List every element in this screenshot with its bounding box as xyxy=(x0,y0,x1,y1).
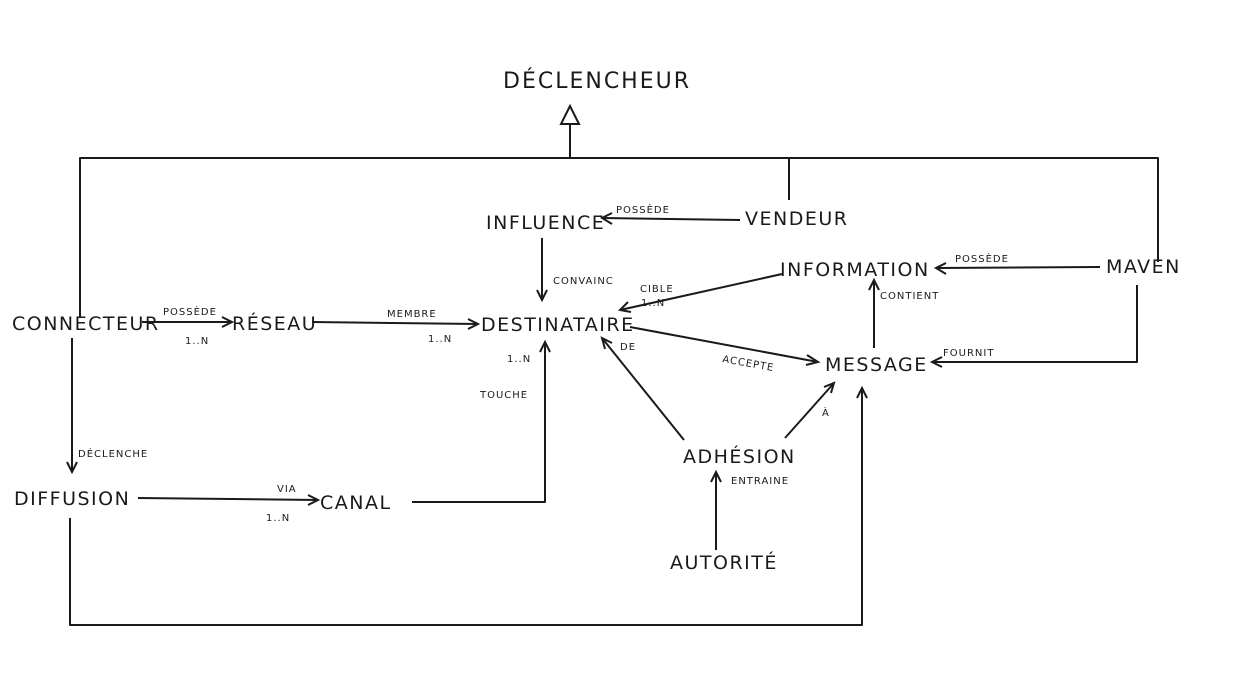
label-diffusion-canal: VIA xyxy=(277,484,297,495)
edge-adhesion-message xyxy=(784,381,836,439)
label-canal-destinataire: TOUCHE xyxy=(479,390,528,401)
label-connecteur-diffusion: DÉCLENCHE xyxy=(78,447,148,460)
edge-canal-destinataire xyxy=(412,339,551,503)
label-reseau-destinataire: MEMBRE xyxy=(387,309,437,320)
node-vendeur: VENDEUR xyxy=(745,208,848,230)
label-autorite-adhesion: ENTRAINE xyxy=(731,476,789,487)
label-maven-message: FOURNIT xyxy=(943,348,994,359)
node-influence: INFLUENCE xyxy=(486,212,605,234)
label-connecteur-reseau: POSSÈDE xyxy=(163,305,217,318)
mult-information-destinataire: 1..N xyxy=(641,298,665,309)
nodes: DÉCLENCHEUR INFLUENCE VENDEUR INFORMATIO… xyxy=(12,68,1181,574)
label-information-destinataire: CIBLE xyxy=(640,284,674,295)
edge-maven-information xyxy=(933,262,1101,275)
node-reseau: RÉSEAU xyxy=(232,312,317,335)
mult-connecteur-reseau: 1..N xyxy=(185,336,209,347)
node-declencheur: DÉCLENCHEUR xyxy=(503,68,691,94)
label-maven-information: POSSÈDE xyxy=(955,252,1009,265)
edge-diffusion-message xyxy=(69,385,868,626)
edge-influence-destinataire xyxy=(536,238,548,303)
edge-adhesion-destinataire xyxy=(600,336,685,441)
label-vendeur-influence: POSSÈDE xyxy=(616,203,670,216)
node-connecteur: CONNECTEUR xyxy=(12,313,160,335)
mult-canal-destinataire: 1..N xyxy=(507,354,531,365)
inheritance-line-connecteur xyxy=(79,157,1159,318)
node-adhesion: ADHÉSION xyxy=(683,445,796,468)
edge-message-information xyxy=(868,277,880,348)
node-information: INFORMATION xyxy=(780,259,930,281)
edge-connecteur-diffusion xyxy=(66,338,78,475)
edge-diffusion-canal xyxy=(137,494,321,506)
inheritance-arrowhead xyxy=(559,103,581,125)
node-canal: CANAL xyxy=(320,492,392,514)
edge-destinataire-message xyxy=(629,326,821,366)
node-message: MESSAGE xyxy=(825,354,928,376)
node-autorite: AUTORITÉ xyxy=(670,551,778,574)
mult-reseau-destinataire: 1..N xyxy=(428,334,452,345)
edge-labels: POSSÈDE POSSÈDE POSSÈDE 1..N MEMBRE 1..N… xyxy=(78,203,1009,524)
edge-autorite-adhesion xyxy=(710,469,722,550)
edge-information-destinataire xyxy=(617,273,783,313)
edge-maven-message xyxy=(929,285,1138,368)
label-influence-destinataire: CONVAINC xyxy=(553,276,614,287)
inheritance-structure xyxy=(79,103,1159,318)
label-adhesion-message: À xyxy=(822,406,830,419)
edge-connecteur-reseau xyxy=(142,316,235,328)
label-destinataire-message: ACCEPTE xyxy=(721,354,775,374)
label-information-message: CONTIENT xyxy=(880,291,939,302)
node-diffusion: DIFFUSION xyxy=(14,488,130,510)
node-destinataire: DESTINATAIRE xyxy=(481,314,635,336)
label-adhesion-destinataire: DE xyxy=(620,342,636,353)
node-maven: MAVEN xyxy=(1106,256,1181,278)
edge-reseau-destinataire xyxy=(311,318,481,330)
mult-diffusion-canal: 1..N xyxy=(266,513,290,524)
edge-vendeur-influence xyxy=(599,212,741,225)
